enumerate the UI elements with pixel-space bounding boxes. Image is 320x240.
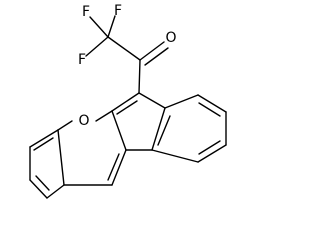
bond-carbonyl-double-2: [144, 47, 169, 66]
bond-l4: [29, 179, 48, 199]
atom-label-o-ring: O: [78, 113, 89, 129]
bond-c8a-o: [95, 110, 113, 122]
bond-r2: [197, 94, 227, 113]
bond-c8a-c11a: [111, 110, 127, 151]
cyclopentadiene-ring: [111, 92, 166, 151]
chemical-structure-diagram: F F F O O: [29, 3, 227, 199]
bond-l2-inner: [33, 137, 54, 151]
bond-l5: [46, 184, 65, 199]
bond-r1: [164, 94, 199, 109]
bond-c8-c8a-inner: [116, 100, 138, 115]
atom-label-f-top-right: F: [114, 3, 122, 19]
bond-c8-c8a: [111, 92, 140, 112]
bond-o-c4a: [57, 120, 73, 131]
bond-c-f-top-left: [89, 16, 109, 38]
bond-r6-inner: [157, 115, 171, 146]
bond-r4: [197, 144, 227, 163]
bond-c-f-top-right: [107, 15, 116, 38]
trifluoromethyl-group: [85, 15, 141, 61]
bond-r4-inner: [198, 140, 221, 155]
pyran-ring: [57, 110, 127, 186]
bond-c8-c7a: [138, 92, 166, 109]
bond-c11a-c11-inner: [107, 153, 120, 181]
atom-label-f-left: F: [78, 52, 86, 68]
bond-c11a-c11: [111, 149, 127, 186]
benzo-ring-left: [29, 129, 65, 199]
benzo-ring-right: [151, 94, 227, 163]
bond-r5: [151, 149, 199, 163]
o-ring-mask: [75, 112, 93, 130]
atom-label-o-carbonyl: O: [165, 30, 176, 46]
bond-r2-inner: [198, 102, 221, 117]
carbonyl-group: [138, 41, 169, 94]
bond-carbonyl-double-1: [139, 41, 165, 61]
atom-labels: F F F O O: [75, 3, 177, 130]
bond-cf3-carbonyl: [107, 36, 141, 61]
bond-carbonyl-to-ring: [138, 59, 141, 94]
bond-l2: [29, 129, 59, 148]
bond-l1: [57, 129, 65, 186]
atom-label-f-top-left: F: [82, 4, 90, 20]
bond-l4-inner: [35, 175, 50, 191]
bond-c-f-left: [85, 36, 109, 57]
bond-c7a-c11b: [151, 107, 166, 151]
